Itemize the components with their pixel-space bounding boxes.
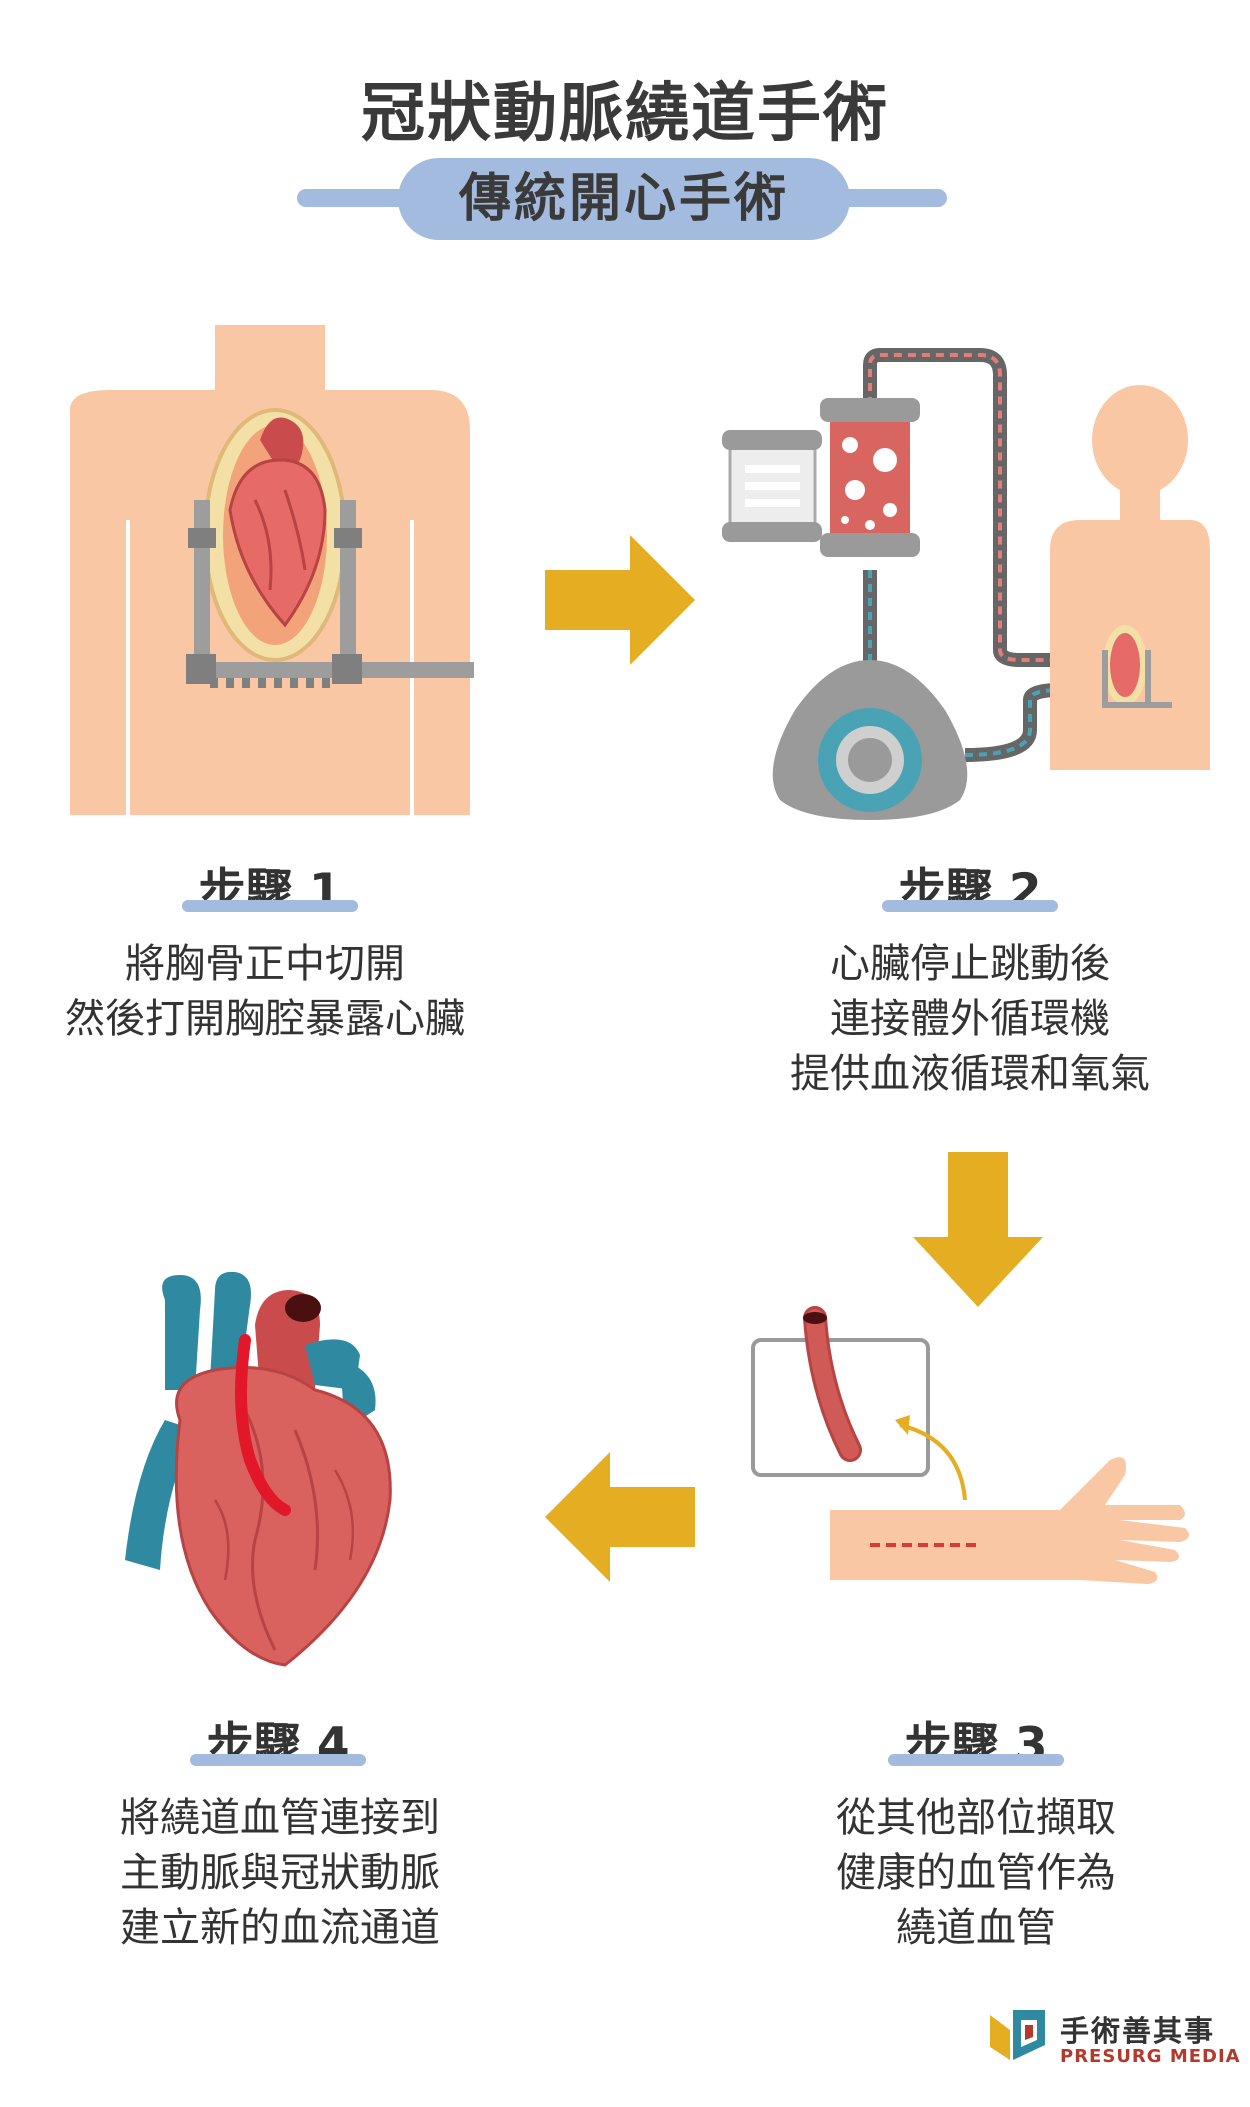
arrow-left-icon xyxy=(545,1452,695,1582)
step-1-underline xyxy=(182,900,358,912)
step-4-description: 將繞道血管連接到 主動脈與冠狀動脈 建立新的血流通道 xyxy=(0,1791,560,1956)
step-4-line-2: 主動脈與冠狀動脈 xyxy=(120,1850,440,1896)
step-3-underline xyxy=(888,1754,1064,1766)
step-4-underline xyxy=(190,1754,366,1766)
step-3-line-1: 從其他部位擷取 xyxy=(836,1795,1116,1841)
step-2-line-2: 連接體外循環機 xyxy=(830,996,1110,1042)
bypass-heart-icon xyxy=(125,1271,392,1667)
arrow-down-icon xyxy=(913,1152,1043,1307)
harvested-vessel-arm-icon xyxy=(751,1306,1189,1584)
step-3-description: 從其他部位擷取 健康的血管作為 繞道血管 xyxy=(696,1791,1250,1956)
logo-name-cn: 手術善其事 xyxy=(1060,2014,1216,2048)
arrow-right-icon xyxy=(545,535,695,665)
presurg-logo-icon xyxy=(990,2010,1045,2060)
step-1-description: 將胸骨正中切開 然後打開胸腔暴露心臟 xyxy=(0,937,545,1047)
page-title: 冠狀動脈繞道手術 xyxy=(361,77,889,151)
step-4-line-3: 建立新的血流通道 xyxy=(120,1905,440,1951)
step-2-line-3: 提供血液循環和氧氣 xyxy=(790,1051,1150,1097)
open-chest-retractor-icon xyxy=(70,325,474,815)
step-2-line-1: 心臟停止跳動後 xyxy=(830,941,1110,987)
step-1-line-1: 將胸骨正中切開 xyxy=(125,941,405,987)
step-1-line-2: 然後打開胸腔暴露心臟 xyxy=(65,996,465,1042)
step-4-line-1: 將繞道血管連接到 xyxy=(120,1795,440,1841)
step-2-underline xyxy=(882,900,1058,912)
subtitle-badge: 傳統開心手術 xyxy=(398,158,850,240)
step-2-description: 心臟停止跳動後 連接體外循環機 提供血液循環和氧氣 xyxy=(690,937,1250,1102)
step-3-line-3: 繞道血管 xyxy=(896,1905,1056,1951)
logo-name-en: PRESURG MEDIA xyxy=(1060,2046,1241,2067)
heart-lung-machine-icon xyxy=(722,348,1210,820)
step-3-line-2: 健康的血管作為 xyxy=(836,1850,1116,1896)
